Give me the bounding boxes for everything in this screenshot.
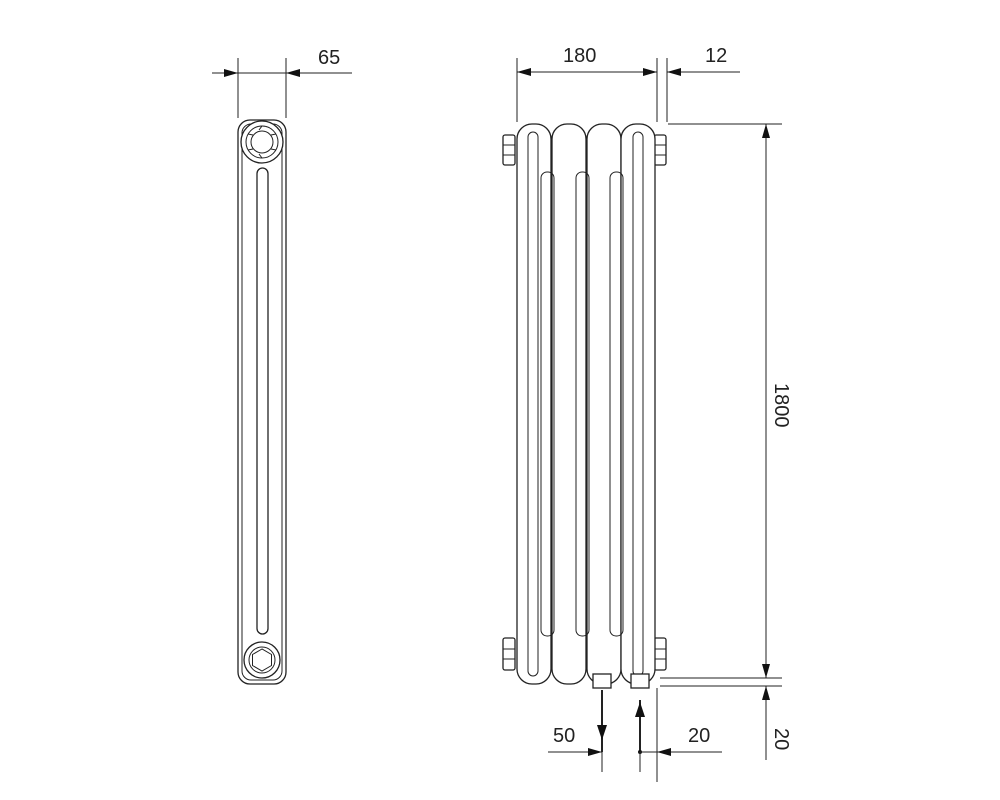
- bottom-offset-label: 20: [770, 728, 792, 750]
- front-width-label: 180: [563, 45, 596, 67]
- side-view-bottom-connector: [243, 641, 281, 679]
- side-width-dimension: [212, 58, 352, 118]
- height-label: 1800: [770, 383, 792, 428]
- bottom-offset-dimension: [762, 686, 770, 760]
- side-width-label: 65: [318, 47, 340, 69]
- front-columns: [516, 123, 656, 685]
- front-right-bottom-nut: [653, 637, 667, 671]
- front-left-top-nut: [502, 134, 516, 166]
- pipe-offset-label: 20: [688, 725, 710, 747]
- side-view: 65: [212, 47, 352, 685]
- front-left-bottom-nut: [502, 637, 516, 671]
- height-dimension: [660, 123, 782, 687]
- front-right-top-nut: [653, 134, 667, 166]
- flow-out-arrow-icon: [597, 690, 607, 752]
- flow-in-arrow-icon: [635, 700, 645, 754]
- front-view: 180 12 1800 20: [502, 45, 792, 782]
- side-view-top-connector: [240, 120, 284, 164]
- front-pipe-connections: [592, 673, 650, 689]
- side-view-slot: [256, 167, 269, 635]
- nut-offset-label: 12: [705, 45, 727, 67]
- pipe-spacing-label: 50: [553, 725, 575, 747]
- pipe-spacing-dimension: [548, 688, 722, 782]
- front-width-dimension: [516, 58, 740, 122]
